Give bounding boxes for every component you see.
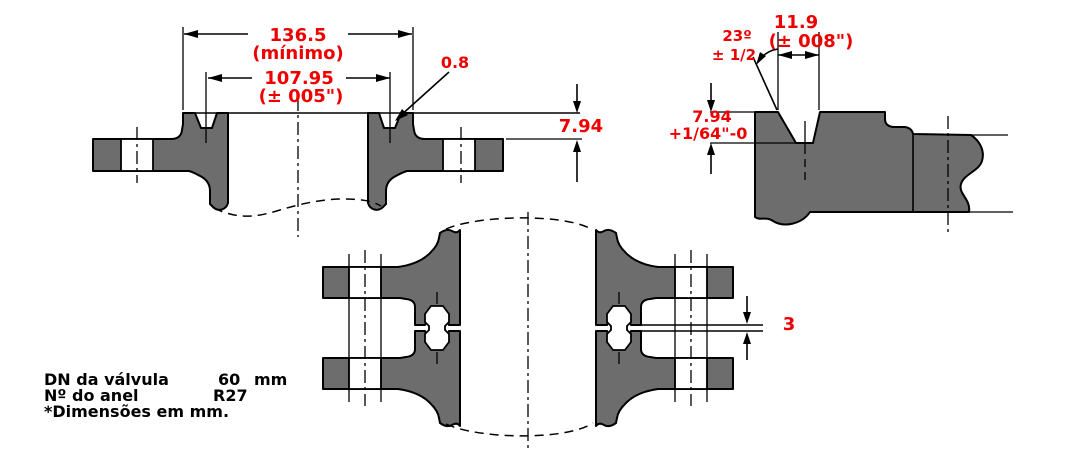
bolt-hole (442, 138, 476, 172)
bore-break-line-top (445, 217, 594, 231)
note-ring-label: Nº do anel (44, 386, 139, 405)
dim-107-95-value: 107.95 (264, 68, 333, 89)
flange-section-view: 136.5 (mínimo) 107.95 (± 005") 0.8 7.94 (92, 25, 603, 237)
pipe-break-line (213, 198, 382, 217)
dimension-0-8: 0.8 (395, 53, 469, 121)
arrowhead (395, 109, 408, 121)
dimension-3: 3 (743, 296, 795, 360)
note-units-label: *Dimensões em mm. (44, 402, 229, 421)
dim-3-value: 3 (783, 314, 796, 335)
note-dn-unit: mm (254, 370, 287, 389)
dimension-7-94-left: 7.94 (559, 84, 603, 182)
arrowhead-up (573, 140, 581, 152)
dim-7-94-value: 7.94 (559, 116, 603, 137)
dim-groove-depth-tolerance: +1/64"-0 (669, 124, 748, 143)
arrowhead-right (376, 74, 390, 82)
arrowhead (756, 52, 766, 65)
arrowhead-up (743, 332, 751, 344)
arrowhead-left (778, 51, 792, 59)
arrowhead-down (573, 101, 581, 113)
dim-groove-depth-value: 7.94 (692, 107, 731, 126)
leader-line (398, 71, 450, 118)
ring-gasket (606, 305, 632, 351)
upper-left-flange (322, 228, 461, 326)
assembly-view: 3 (322, 212, 795, 450)
dimension-11-9: 11.9 (± 008") (769, 12, 854, 110)
notes-block: DN da válvula 60 mm Nº do anel R27 *Dime… (44, 370, 287, 421)
arrowhead-right (398, 30, 412, 38)
arrowhead-right (805, 51, 819, 59)
upper-right-flange (595, 228, 734, 326)
arrowhead-left (184, 30, 198, 38)
dim-11-9-value: 11.9 (774, 12, 818, 33)
arrowhead-left (208, 74, 222, 82)
ring-gasket (424, 305, 450, 351)
flange-body-right-half (367, 112, 504, 211)
arrowhead-down (707, 100, 715, 112)
bore-break-line-bottom (445, 422, 594, 437)
dimension-23-deg: 23º ± 1/2 (712, 27, 779, 111)
angle-leader-line (752, 56, 778, 111)
dimension-7-94-depth: 7.94 +1/64"-0 (669, 83, 796, 174)
note-dn-label: DN da válvula (44, 370, 169, 389)
dim-107-95-tolerance: (± 005") (259, 86, 344, 107)
dim-136-5-value: 136.5 (270, 25, 327, 46)
note-dn-value: 60 (218, 370, 240, 389)
dim-angle-value: 23º (722, 27, 751, 45)
note-ring-value: R27 (213, 386, 248, 405)
lower-right-flange (595, 330, 734, 428)
groove-detail-body (754, 111, 984, 226)
dim-136-5-qualifier: (mínimo) (252, 43, 344, 64)
flange-body-left-half (92, 112, 229, 211)
dim-0-8-value: 0.8 (441, 53, 469, 72)
dim-11-9-tolerance: (± 008") (769, 31, 854, 52)
arrowhead-up (707, 143, 715, 155)
groove-detail-view: 7.94 +1/64"-0 11.9 (± 008") 23º ± 1/2 (669, 12, 1013, 234)
dimension-107-95: 107.95 (± 005") (208, 68, 390, 107)
lower-left-flange (322, 330, 461, 428)
arrowhead-down (743, 312, 751, 324)
dimension-136-5: 136.5 (mínimo) (182, 25, 414, 110)
dim-angle-tolerance: ± 1/2 (712, 46, 756, 64)
